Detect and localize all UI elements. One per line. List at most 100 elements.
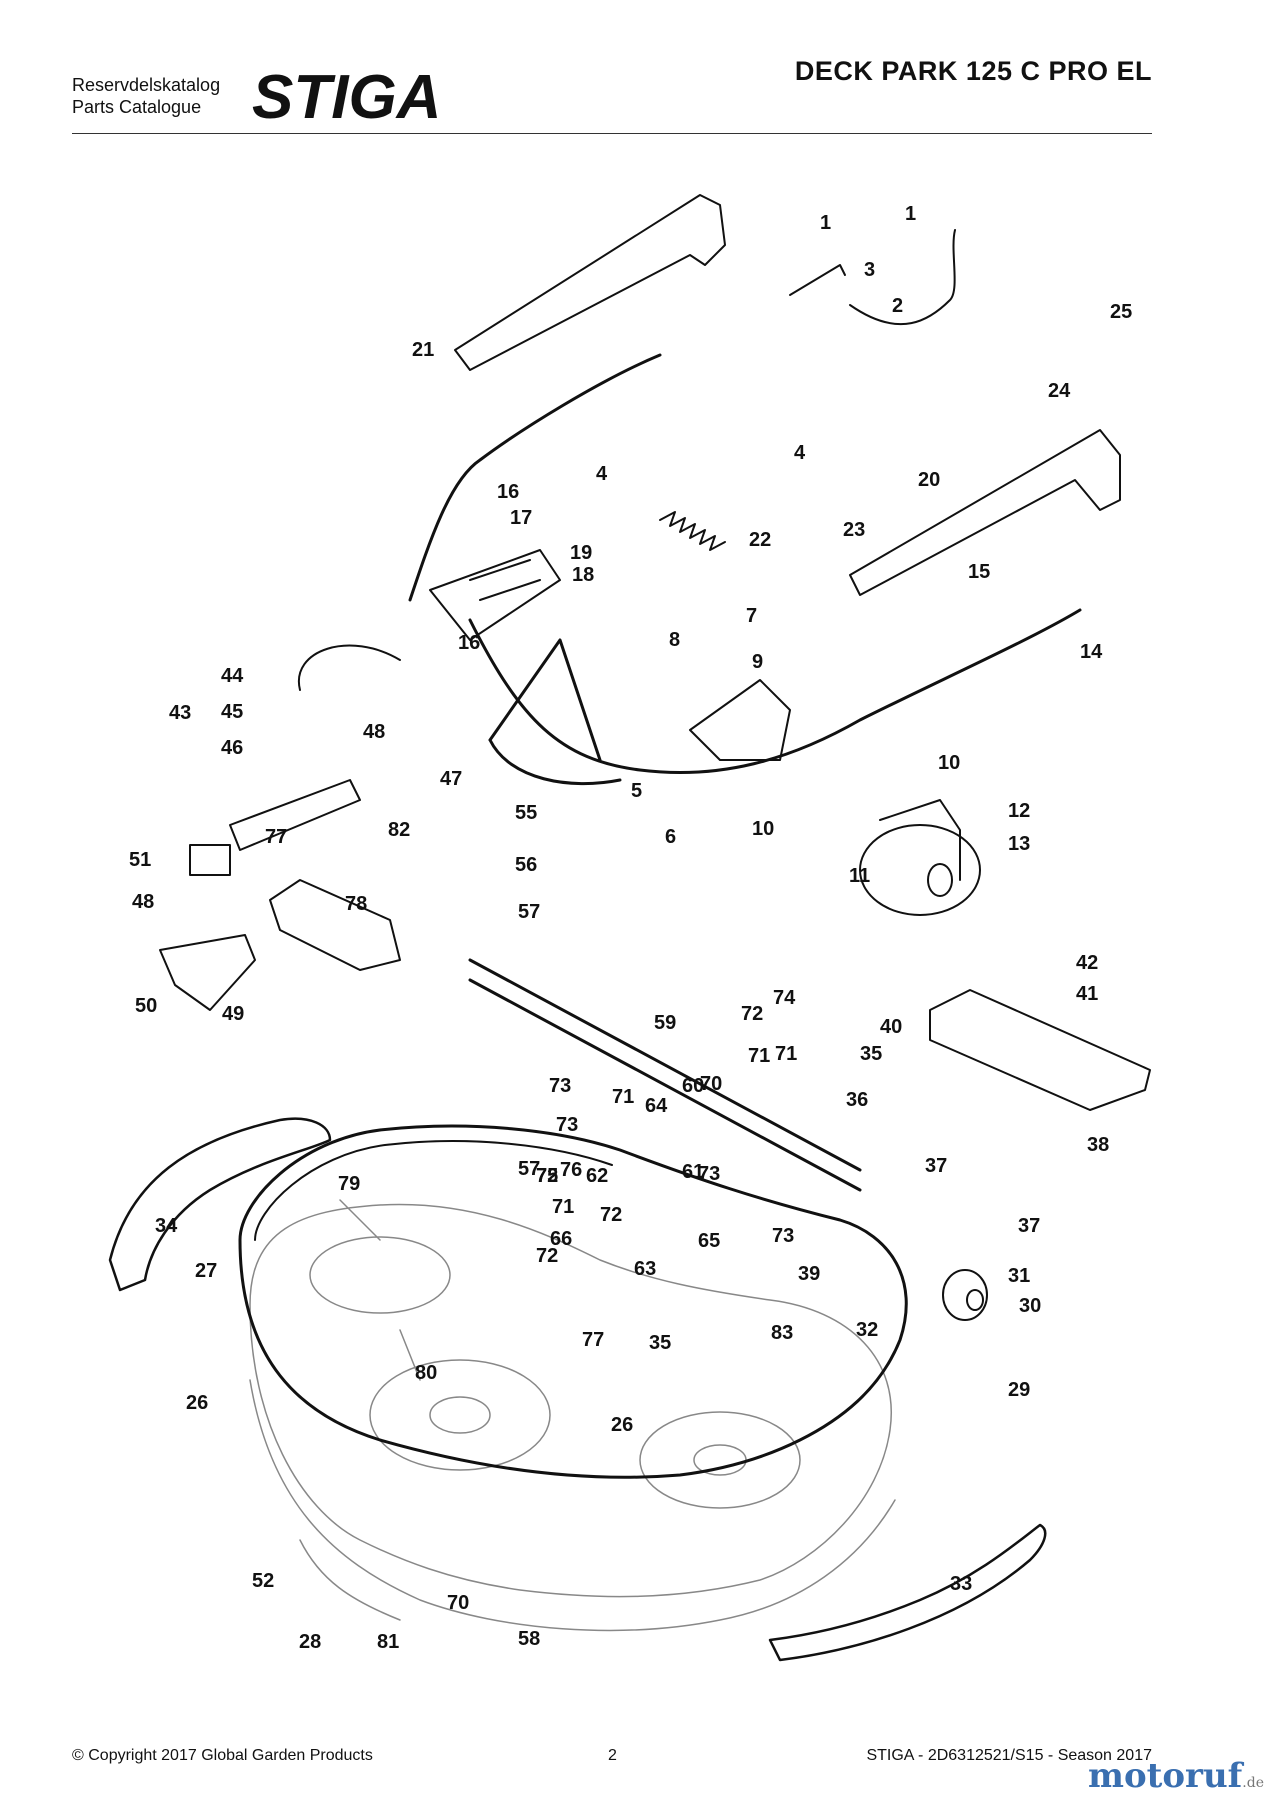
callout-27: 27 — [195, 1260, 217, 1282]
callout-24: 24 — [1048, 380, 1071, 402]
callout-48: 48 — [132, 891, 154, 913]
callout-34: 34 — [155, 1215, 178, 1237]
callout-73: 73 — [556, 1114, 578, 1136]
copyright-text: © Copyright 2017 Global Garden Products — [72, 1747, 373, 1764]
callout-65: 65 — [698, 1230, 720, 1252]
callout-37: 37 — [1018, 1215, 1040, 1237]
callout-25: 25 — [1110, 301, 1132, 323]
bumper-left — [108, 1117, 332, 1292]
plate-76 — [269, 879, 401, 971]
callout-70: 70 — [447, 1592, 469, 1614]
lift-bar-20 — [849, 429, 1121, 596]
callout-19: 19 — [570, 542, 592, 564]
callout-29: 29 — [1008, 1379, 1030, 1401]
callout-37: 37 — [925, 1155, 947, 1177]
callout-30: 30 — [1019, 1295, 1041, 1317]
callout-15: 15 — [968, 561, 990, 583]
watermark-tld: .de — [1242, 1775, 1264, 1791]
callout-73: 73 — [549, 1075, 571, 1097]
callout-38: 38 — [1087, 1134, 1109, 1156]
callout-71: 71 — [748, 1045, 770, 1067]
lift-bar-21 — [454, 194, 726, 371]
callout-60: 60 — [682, 1075, 704, 1097]
callout-10: 10 — [752, 818, 774, 840]
catalog-label-en: Parts Catalogue — [72, 97, 202, 117]
callout-31: 31 — [1008, 1265, 1030, 1287]
callout-76: 76 — [560, 1159, 582, 1181]
callout-18: 18 — [572, 564, 594, 586]
callout-72: 72 — [536, 1165, 558, 1187]
chain-2 — [849, 229, 956, 326]
callout-28: 28 — [299, 1631, 321, 1653]
callout-26: 26 — [611, 1414, 633, 1436]
header-divider — [72, 133, 1152, 134]
callout-41: 41 — [1076, 983, 1098, 1005]
callout-57: 57 — [518, 901, 540, 923]
callout-66: 66 — [550, 1228, 572, 1250]
catalog-label-sv: Reservdelskatalog — [72, 75, 221, 95]
callout-35: 35 — [649, 1332, 671, 1354]
spring-5 — [659, 511, 726, 551]
callout-52: 52 — [252, 1570, 274, 1592]
callout-6: 6 — [665, 826, 676, 848]
callout-49: 49 — [222, 1003, 244, 1025]
callout-17: 17 — [510, 507, 532, 529]
watermark-name: motoruf — [1088, 1756, 1243, 1796]
callout-77: 77 — [265, 826, 287, 848]
callout-55: 55 — [515, 802, 537, 824]
callout-33: 33 — [950, 1573, 972, 1595]
callout-2: 2 — [892, 295, 903, 317]
callout-42: 42 — [1076, 952, 1098, 974]
callout-81: 81 — [377, 1631, 399, 1653]
callout-40: 40 — [880, 1016, 902, 1038]
callout-5: 5 — [631, 780, 642, 802]
callout-35: 35 — [860, 1043, 882, 1065]
page-number: 2 — [608, 1747, 617, 1764]
callout-45: 45 — [221, 701, 243, 723]
callout-16: 16 — [458, 632, 480, 654]
logo-wordmark: STIGA — [252, 66, 441, 126]
callout-75: 75 — [536, 1165, 558, 1187]
callout-71: 71 — [552, 1196, 574, 1218]
callout-4: 4 — [596, 463, 608, 485]
callout-59: 59 — [654, 1012, 676, 1034]
callout-77: 77 — [582, 1329, 604, 1351]
callout-3: 3 — [864, 259, 875, 281]
callout-82: 82 — [388, 819, 410, 841]
callout-22: 22 — [749, 529, 771, 551]
callout-4: 4 — [794, 442, 806, 464]
callout-72: 72 — [536, 1245, 558, 1267]
callout-62: 62 — [586, 1165, 608, 1187]
bracket-right — [689, 679, 791, 761]
callout-56: 56 — [515, 854, 537, 876]
callout-71: 71 — [775, 1043, 797, 1065]
callout-36: 36 — [846, 1089, 868, 1111]
document-reference: STIGA - 2D6312521/S15 - Season 2017 — [866, 1747, 1152, 1764]
callout-12: 12 — [1008, 800, 1030, 822]
callout-61: 61 — [682, 1161, 704, 1183]
callout-63: 63 — [634, 1258, 656, 1280]
actuator-43 — [189, 644, 401, 876]
callout-58: 58 — [518, 1628, 540, 1650]
wheel-12 — [859, 799, 981, 916]
callout-39: 39 — [798, 1263, 820, 1285]
deck-frame-tube — [238, 1124, 908, 1479]
callout-72: 72 — [741, 1003, 763, 1025]
callout-1: 1 — [905, 203, 916, 225]
callout-83: 83 — [771, 1322, 793, 1344]
callout-44: 44 — [221, 665, 244, 687]
callout-10: 10 — [938, 752, 960, 774]
callout-47: 47 — [440, 768, 462, 790]
callout-51: 51 — [129, 849, 151, 871]
callout-70: 70 — [700, 1073, 722, 1095]
callout-14: 14 — [1080, 641, 1103, 663]
chain-3 — [789, 264, 846, 296]
callout-71: 71 — [612, 1086, 634, 1108]
callout-80: 80 — [415, 1362, 437, 1384]
callout-21: 21 — [412, 339, 434, 361]
callout-13: 13 — [1008, 833, 1030, 855]
callout-73: 73 — [772, 1225, 794, 1247]
bracket-left — [429, 549, 561, 641]
callout-78: 78 — [345, 893, 367, 915]
